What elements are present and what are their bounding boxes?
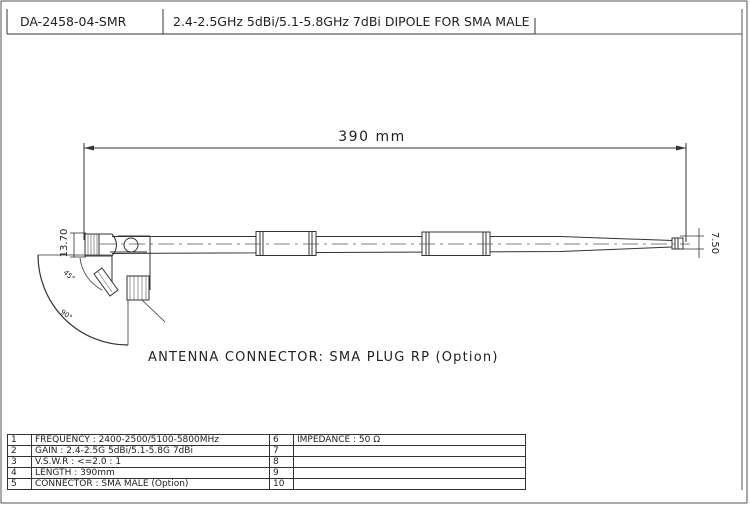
title-description: 2.4-2.5GHz 5dBi/5.1-5.8GHz 7dBi DIPOLE F… [173,14,530,29]
rotation-arc-inner [79,257,103,291]
arrow-right [676,145,686,151]
length-dimension-label: 390 mm [338,129,405,145]
angle-label-45: 45° [62,269,77,283]
antenna-hinge [98,233,117,257]
table-row: 1 FREQUENCY : 2400-2500/5100-5800MHz 6 I… [7,434,526,446]
row-number: 9 [269,467,294,479]
spec-connector: CONNECTOR : SMA MALE (Option) [31,478,270,490]
spec-vswr: V.S.W.R : <=2.0 : 1 [31,456,270,468]
spec-gain: GAIN : 2.4-2.5G 5dBi/5.1-5.8G 7dBi [31,445,270,457]
spec-frequency: FREQUENCY : 2400-2500/5100-5800MHz [31,434,270,446]
connector-note: ANTENNA CONNECTOR: SMA PLUG RP (Option) [148,350,499,365]
spec-length: LENGTH : 390mm [31,467,270,479]
table-row: 3 V.S.W.R : <=2.0 : 1 8 [7,456,526,468]
spec-table: 1 FREQUENCY : 2400-2500/5100-5800MHz 6 I… [7,434,526,490]
table-row: 2 GAIN : 2.4-2.5G 5dBi/5.1-5.8G 7dBi 7 [7,445,526,457]
spec-empty [293,467,526,479]
row-number: 8 [269,456,294,468]
base-diameter-label: 13.70 [59,229,70,258]
row-number: 2 [7,445,32,457]
part-number: DA-2458-04-SMR [20,14,127,29]
table-row: 5 CONNECTOR : SMA MALE (Option) 10 [7,478,526,490]
row-number: 1 [7,434,32,446]
rotated-position-view [37,235,166,346]
spec-empty [293,456,526,468]
spec-empty [293,478,526,490]
row-number: 7 [269,445,294,457]
antenna-sleeve [255,231,317,256]
antenna-shaft [111,236,673,254]
arrow-left [84,145,94,151]
row-number: 3 [7,456,32,468]
row-number: 10 [269,478,294,490]
spec-empty [293,445,526,457]
row-number: 6 [269,434,294,446]
rotation-arc-outer [37,254,129,346]
angle-label-90: 90° [59,308,74,322]
table-row: 4 LENGTH : 390mm 9 [7,467,526,479]
row-number: 5 [7,478,32,490]
spec-impedance: IMPEDANCE : 50 Ω [293,434,526,446]
tip-diameter-label: 7.50 [709,232,720,254]
row-number: 4 [7,467,32,479]
